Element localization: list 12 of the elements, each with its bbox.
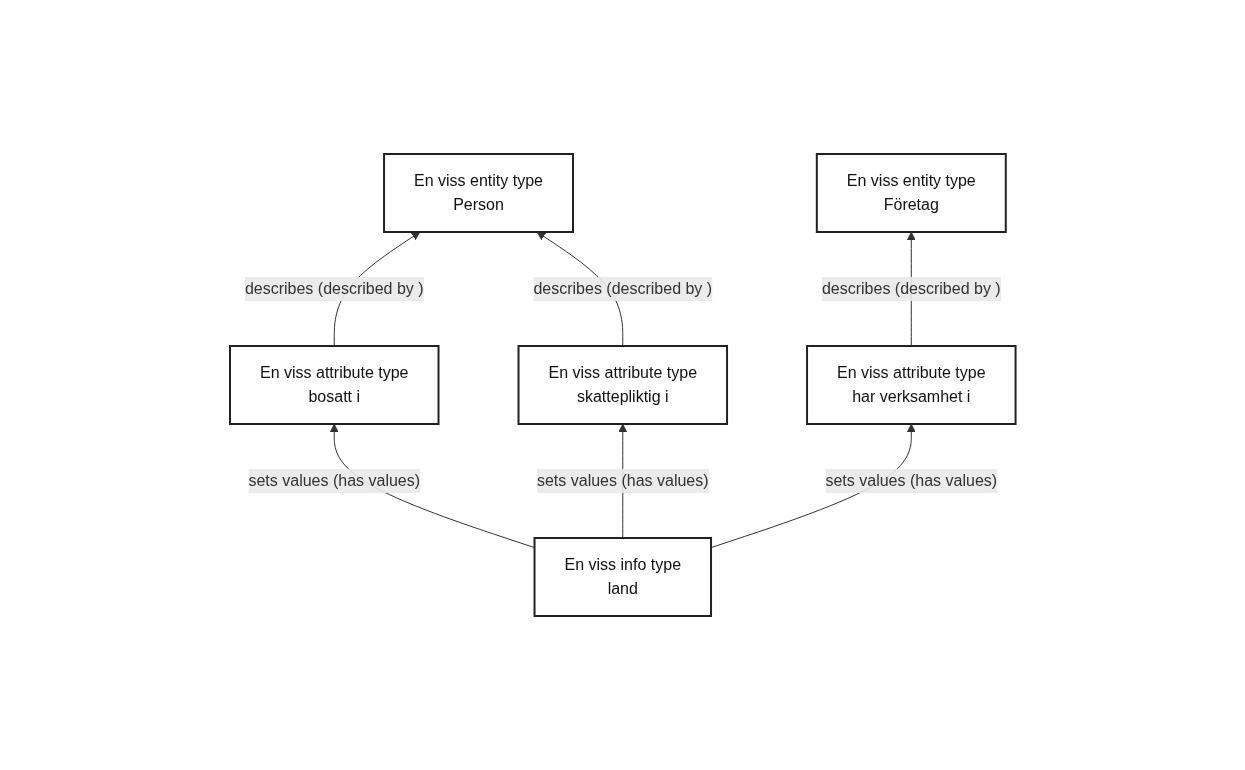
edge-label: sets values (has values)	[536, 472, 709, 489]
edge-label: describes (described by )	[821, 280, 1001, 297]
edge-label: sets values (has values)	[248, 472, 420, 489]
node-box: En viss attribute type skattepliktig i	[517, 345, 728, 425]
edge-label: sets values (has values)	[825, 472, 997, 489]
node-box: En viss entity type Företag	[815, 153, 1007, 233]
node-box: En viss attribute type har verksamhet i	[805, 345, 1017, 425]
node-box: En viss attribute type bosatt i	[228, 345, 440, 425]
node-box: En viss entity type Person	[382, 153, 574, 233]
edge-label: describes (described by )	[533, 280, 712, 297]
node-box: En viss info type land	[533, 537, 712, 617]
edge-label: describes (described by )	[244, 280, 424, 297]
